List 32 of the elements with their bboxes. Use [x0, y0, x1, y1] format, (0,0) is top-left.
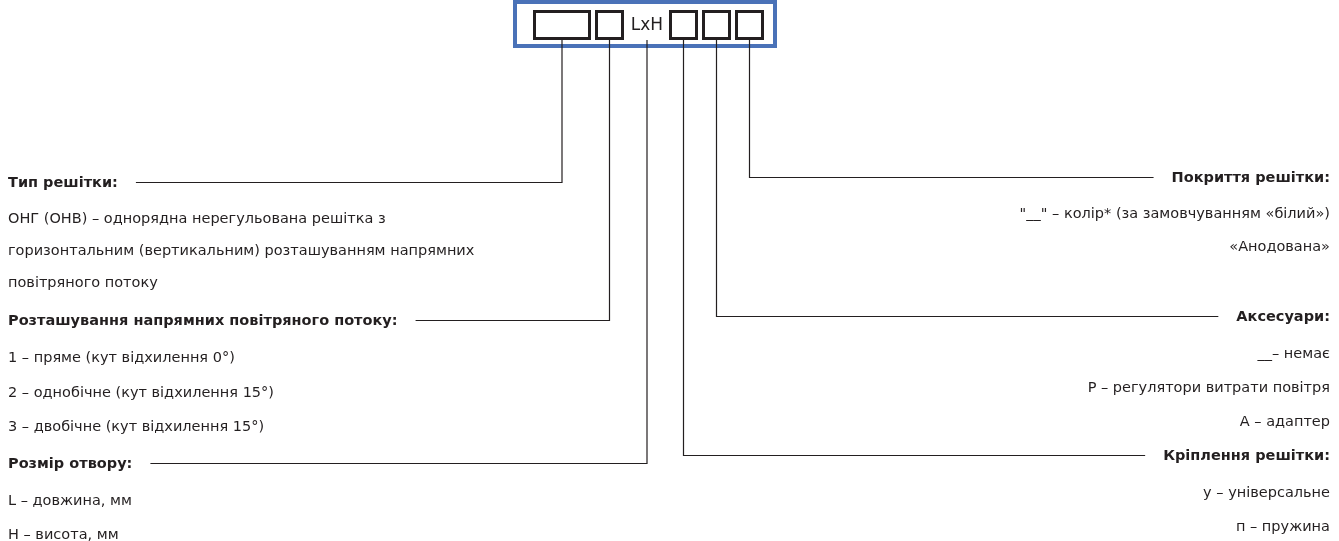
- section-heading: Тип решітки:: [8, 174, 118, 190]
- leader-line: [135, 39, 563, 184]
- leader-line: [715, 39, 1219, 318]
- section-heading: Покриття решітки:: [1171, 169, 1330, 185]
- code-slot: [669, 10, 698, 40]
- option-text: ОНГ (ОНВ) – однорядна нерегульована решітка з горизонтальним (вертикальним) розташуванням напрямних повітряного потоку: [8, 210, 475, 290]
- leader-line: [414, 39, 611, 322]
- option-text: "__" – колір* (за замовчуванням «білий»): [1019, 205, 1330, 221]
- option-text: L – довжина, мм: [8, 492, 132, 508]
- section-heading: Розмір отвору:: [8, 455, 133, 471]
- section-heading: Аксесуари:: [1236, 308, 1330, 324]
- option-text: 3 – двобічне (кут відхилення 15°): [8, 418, 265, 434]
- option-text: __– немає: [1257, 345, 1330, 361]
- option-text: п – пружина: [1235, 518, 1330, 534]
- option-text: А – адаптер: [1239, 413, 1330, 429]
- leader-line: [748, 39, 1155, 179]
- code-frame: [513, 0, 777, 48]
- code-slot: [533, 10, 591, 40]
- section-heading: Розташування напрямних повітряного потоку:: [8, 312, 398, 328]
- option-text: у – універсальне: [1203, 484, 1330, 500]
- code-slot: [702, 10, 731, 40]
- leader-line: [682, 39, 1146, 457]
- option-text: 2 – однобічне (кут відхилення 15°): [8, 383, 274, 400]
- leader-line: [149, 39, 648, 465]
- option-text: 1 – пряме (кут відхилення 0°): [8, 349, 235, 365]
- code-slot: [595, 10, 624, 40]
- option-text: H – висота, мм: [8, 526, 119, 541]
- size-code-text: LxH: [627, 10, 667, 40]
- option-text: Р – регулятори витрати повітря: [1087, 379, 1330, 395]
- code-slot: [735, 10, 764, 40]
- option-text: «Анодована»: [1229, 237, 1330, 254]
- section-heading: Кріплення решітки:: [1163, 447, 1330, 463]
